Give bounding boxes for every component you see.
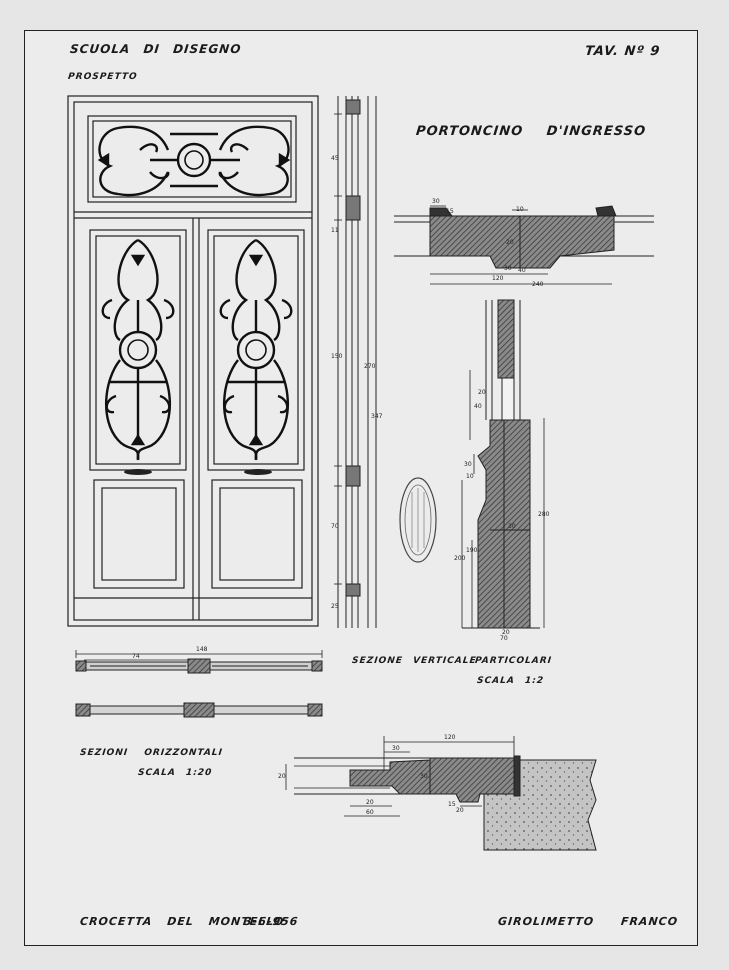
detail-top-section	[394, 205, 654, 285]
detail-vertical-dims: 20 40 30 10 200 190 280 30 20 70	[454, 389, 550, 642]
details-scale: SCALA 1:2	[476, 676, 545, 686]
svg-text:347: 347	[371, 413, 383, 420]
svg-text:10: 10	[466, 473, 474, 480]
left-leaf-grille	[101, 238, 175, 461]
svg-text:150: 150	[331, 353, 343, 360]
date-label: 3-6-956	[243, 915, 300, 928]
svg-text:60: 60	[366, 809, 374, 816]
door-handles	[124, 469, 272, 475]
svg-text:190: 190	[466, 547, 478, 554]
svg-text:20: 20	[502, 629, 510, 636]
svg-text:10: 10	[516, 206, 524, 213]
svg-text:120: 120	[444, 734, 456, 741]
horizontal-scale: SCALA 1:20	[137, 768, 213, 778]
svg-text:70: 70	[331, 523, 339, 530]
svg-text:240: 240	[532, 281, 544, 288]
table-number: TAV. Nº 9	[584, 44, 662, 59]
svg-text:20: 20	[366, 799, 374, 806]
svg-text:45: 45	[331, 155, 339, 162]
svg-text:30: 30	[464, 461, 472, 468]
svg-text:70: 70	[500, 635, 508, 642]
svg-text:270: 270	[364, 363, 376, 370]
svg-text:30: 30	[504, 265, 512, 272]
author-label: GIROLIMETTO FRANCO	[497, 915, 679, 928]
vertical-section-dims: 45 11 150 70 25 270 347	[331, 155, 383, 610]
horizontal-section-1	[75, 650, 323, 674]
detail-top-dims: 30 15 10 20 30 40 120 240	[432, 198, 544, 288]
right-leaf-grille	[219, 238, 293, 461]
school-label: SCUOLA DI DISEGNO	[69, 42, 243, 56]
svg-text:20: 20	[506, 239, 514, 246]
detail-vertical-section	[461, 299, 545, 629]
transom-grille	[97, 125, 291, 197]
svg-text:20: 20	[478, 389, 486, 396]
svg-text:120: 120	[492, 275, 504, 282]
svg-text:11: 11	[331, 227, 339, 234]
horizontal-sections-label: SEZIONI ORIZZONTALI	[79, 748, 224, 758]
detail-jamb-dims: 120 30 20 20 60 15 20 30	[278, 734, 464, 816]
vertical-section	[334, 96, 377, 628]
detail-jamb-section	[285, 736, 597, 851]
drawing-title: PORTONCINO D'INGRESSO	[415, 124, 647, 139]
details-label: PARTICOLARI	[474, 656, 553, 666]
horizontal-section-dims: 148 74	[132, 646, 208, 660]
svg-text:148: 148	[196, 646, 208, 653]
svg-text:25: 25	[331, 603, 339, 610]
vertical-section-label: SEZIONE VERTICALE	[351, 656, 478, 666]
elevation-label: PROSPETTO	[67, 72, 139, 82]
school-stamp	[399, 477, 437, 563]
svg-text:20: 20	[278, 773, 286, 780]
svg-text:40: 40	[518, 267, 526, 274]
svg-text:40: 40	[474, 403, 482, 410]
svg-text:15: 15	[448, 801, 456, 808]
svg-text:74: 74	[132, 653, 140, 660]
svg-text:30: 30	[392, 745, 400, 752]
svg-text:30: 30	[508, 523, 516, 530]
svg-text:200: 200	[454, 555, 466, 562]
svg-text:15: 15	[446, 208, 454, 215]
svg-text:280: 280	[538, 511, 550, 518]
svg-text:30: 30	[432, 198, 440, 205]
door-elevation	[67, 95, 319, 627]
svg-text:30: 30	[420, 773, 428, 780]
horizontal-section-2	[75, 702, 323, 718]
svg-text:20: 20	[456, 807, 464, 814]
